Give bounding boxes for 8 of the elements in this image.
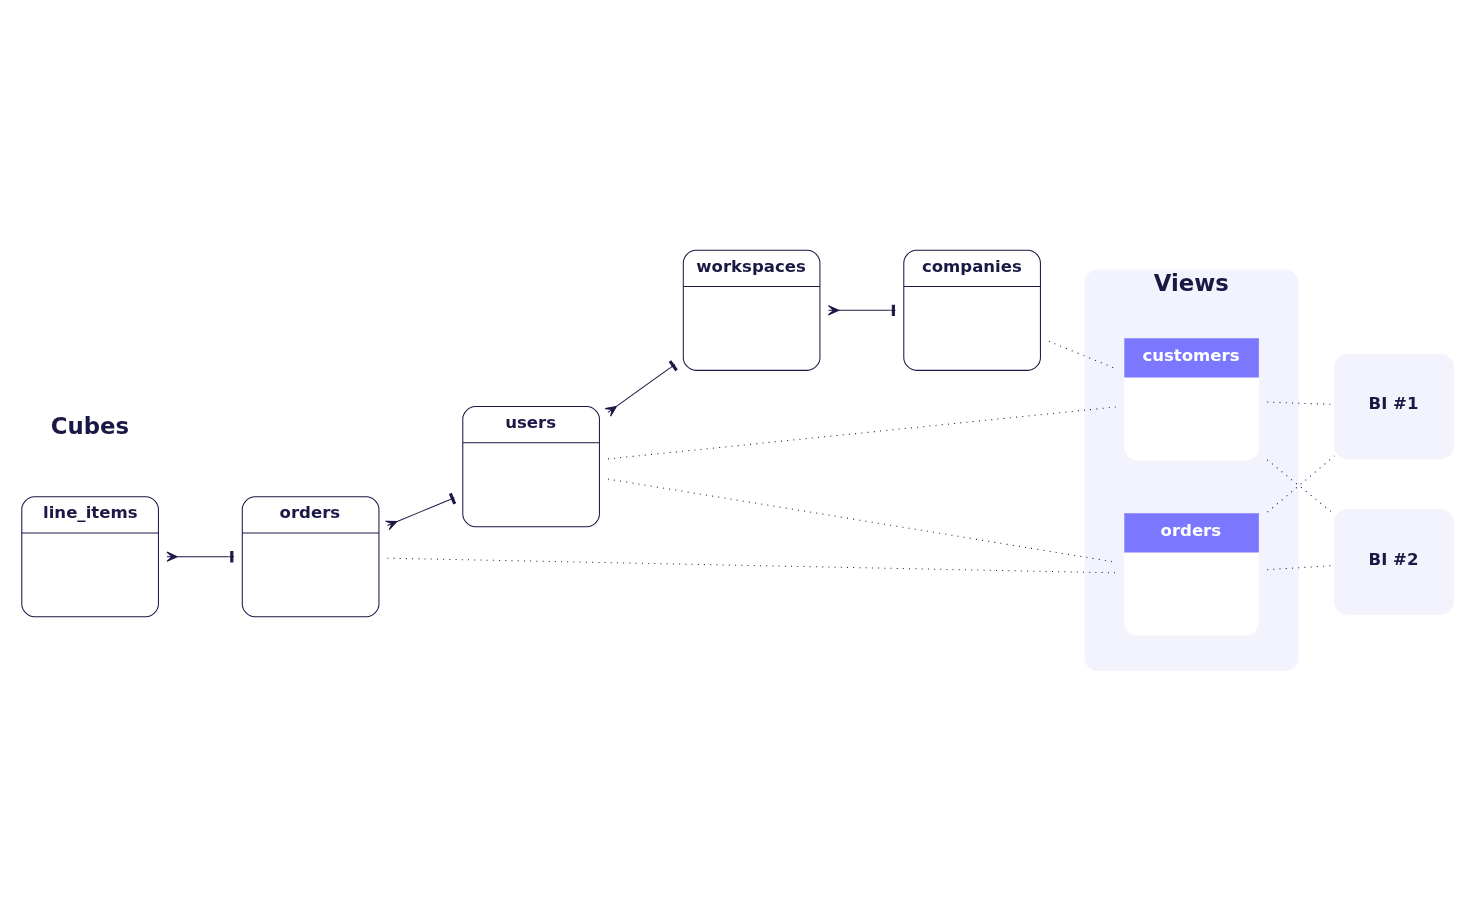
connector: [607, 405, 1117, 459]
connector: [604, 359, 678, 417]
connector: [386, 557, 1117, 573]
label: Cubes: [50, 412, 129, 439]
connector: [166, 550, 235, 562]
connector: [385, 492, 457, 530]
node-box: BI #1: [1333, 353, 1454, 459]
connector: [827, 304, 896, 316]
